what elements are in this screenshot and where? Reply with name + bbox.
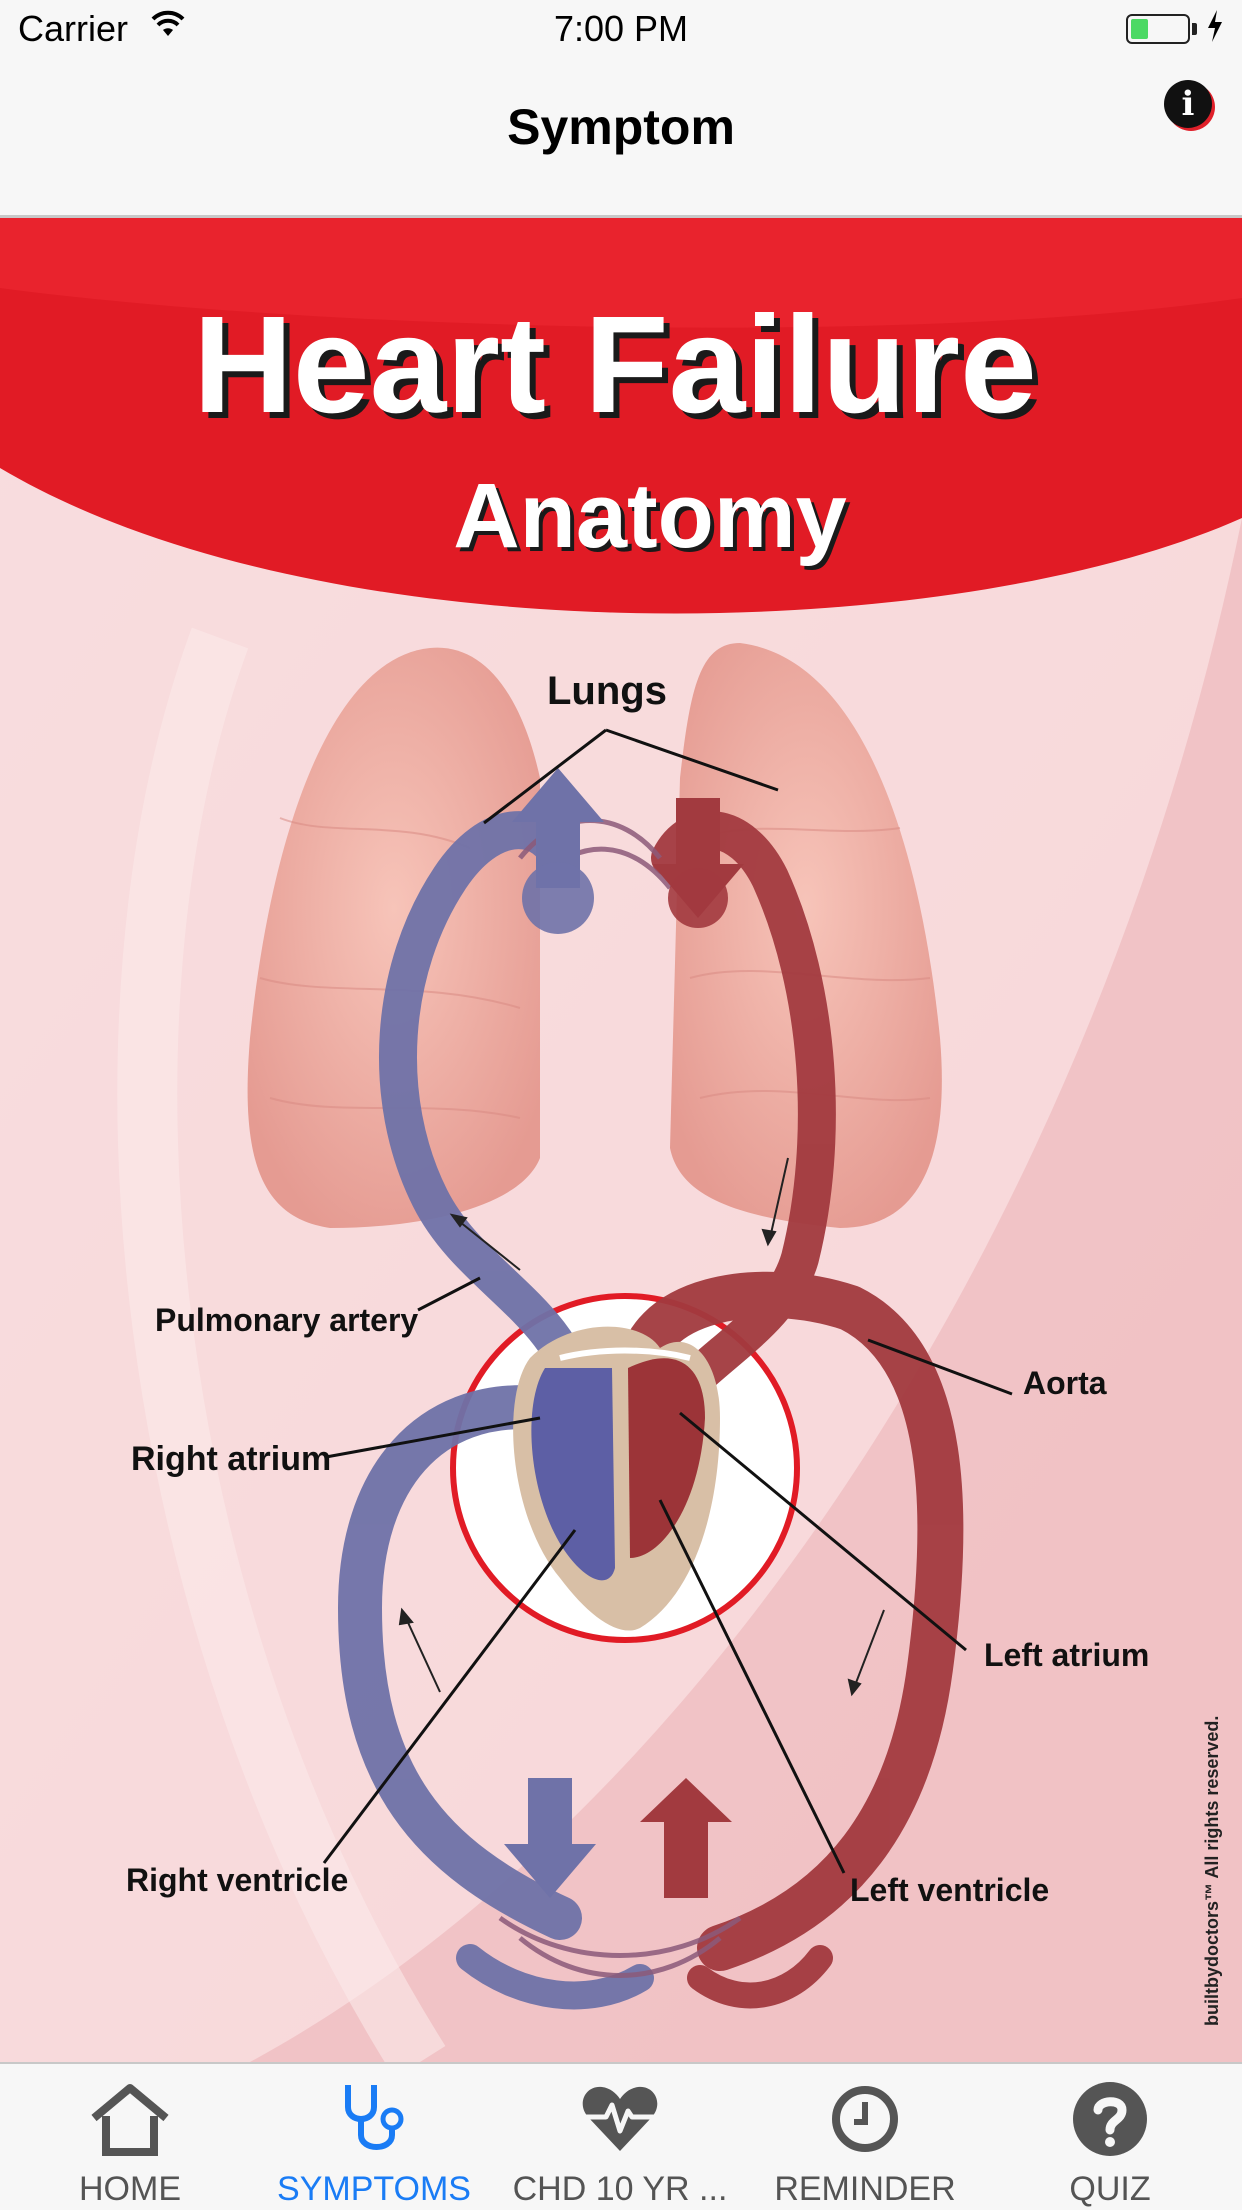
battery-cap: [1192, 23, 1197, 35]
tab-quiz[interactable]: QUIZ: [986, 2064, 1234, 2210]
right-lung: [247, 647, 540, 1228]
info-icon[interactable]: i: [1164, 80, 1212, 128]
tab-home-label: HOME: [79, 2170, 181, 2208]
slide-title: Heart Failure: [193, 288, 1037, 442]
page-title: Symptom: [507, 99, 735, 155]
label-left-ventricle: Left ventricle: [850, 1872, 1049, 1908]
battery-icon: [1126, 14, 1190, 44]
status-bar: Carrier 7:00 PM: [0, 0, 1242, 60]
right-heart-chambers: [531, 1368, 615, 1581]
tab-reminder[interactable]: REMINDER: [741, 2064, 989, 2210]
subtitle-shadow: Anatomy: [457, 469, 851, 571]
wifi-icon: [151, 10, 185, 36]
tab-quiz-label: QUIZ: [1069, 2170, 1151, 2208]
slide-subtitle: Anatomy: [453, 465, 847, 567]
clock-icon: [832, 2086, 898, 2152]
anatomy-slide[interactable]: Heart Failure Heart Failure Anatomy Anat…: [0, 218, 1242, 2062]
tab-symptoms-label: SYMPTOMS: [277, 2170, 471, 2208]
tab-bar: HOME SYMPTOMS CHD 10 YR ... REMINDE: [0, 2062, 1242, 2208]
battery-level: [1131, 19, 1148, 39]
tab-home[interactable]: HOME: [6, 2064, 254, 2210]
heart-pulse-icon: [582, 2086, 658, 2151]
heart-failure-diagram: Heart Failure Heart Failure Anatomy Anat…: [0, 218, 1242, 2062]
flow-arrows-lungs: [512, 768, 744, 934]
label-left-atrium: Left atrium: [984, 1637, 1149, 1673]
status-time: 7:00 PM: [553, 8, 689, 49]
charging-bolt-icon: [1208, 10, 1222, 42]
left-heart-chambers: [628, 1358, 705, 1558]
label-right-ventricle: Right ventricle: [126, 1862, 348, 1898]
flow-arrows-body: [504, 1778, 732, 1898]
tab-chd-10-yr[interactable]: CHD 10 YR ...: [496, 2064, 744, 2210]
tab-chd-label: CHD 10 YR ...: [512, 2170, 728, 2208]
title-shadow: Heart Failure: [199, 294, 1043, 448]
question-icon: [1073, 2082, 1147, 2156]
tab-symptoms[interactable]: SYMPTOMS: [250, 2064, 498, 2210]
label-lungs: Lungs: [547, 669, 667, 713]
label-right-atrium: Right atrium: [131, 1440, 331, 1478]
label-aorta: Aorta: [1023, 1365, 1107, 1401]
carrier-label: Carrier: [18, 8, 129, 49]
tab-reminder-label: REMINDER: [774, 2170, 956, 2208]
label-pulmonary-artery: Pulmonary artery: [155, 1302, 418, 1338]
copyright-text: builtbydoctors™ All rights reserved.: [1202, 1716, 1222, 2026]
home-icon: [91, 2084, 169, 2156]
navigation-bar: Symptom i: [0, 60, 1242, 218]
stethoscope-icon: [345, 2085, 404, 2150]
